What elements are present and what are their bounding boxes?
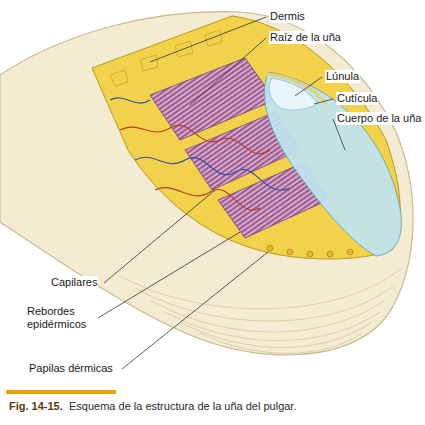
part-label: Cuerpo de la uña [336,112,422,125]
cell [205,30,222,46]
cuticle [266,74,326,104]
capillary [155,188,260,211]
dermal-papillae [267,245,353,257]
part-label: Raíz de la uña [269,31,342,44]
cell [140,55,158,71]
leader-lines [98,17,345,369]
ridge [200,333,362,353]
leader-line [190,38,266,105]
leader-line [98,232,240,318]
cell [110,70,128,86]
skin-ridges [120,268,402,353]
papilla [287,249,293,255]
ridge [120,268,402,309]
papilla [267,245,273,251]
capillary [120,125,270,153]
papilla [347,249,353,255]
caption-bar [6,390,116,394]
part-label: Papilas dérmicas [28,362,114,375]
figure-number: Fig. 14-15. [8,400,64,413]
leader-line [150,17,266,62]
part-label: Capilares [50,276,98,289]
figure-caption: Esquema de la estructura de la uña del p… [69,400,420,413]
leader-line [314,99,333,104]
capillaries [110,98,290,210]
capillary [110,98,150,103]
dermis-layer [92,16,400,259]
part-label: Dermis [269,10,306,23]
part-label: Lúnula [325,70,360,83]
capillary [135,157,290,190]
papilla [307,251,313,257]
ridge [180,322,372,348]
ridge [165,312,380,341]
ridge [150,300,385,332]
lunula [269,78,318,110]
leader-line [122,252,268,369]
part-label: Rebordes epidérmicos [26,305,98,331]
nail-body [264,72,401,256]
papilla [327,251,333,257]
ridge [135,285,395,321]
leader-line [104,190,215,283]
finger-skin [0,12,413,355]
part-label: Cutícula [336,92,378,105]
leader-line [295,77,322,96]
